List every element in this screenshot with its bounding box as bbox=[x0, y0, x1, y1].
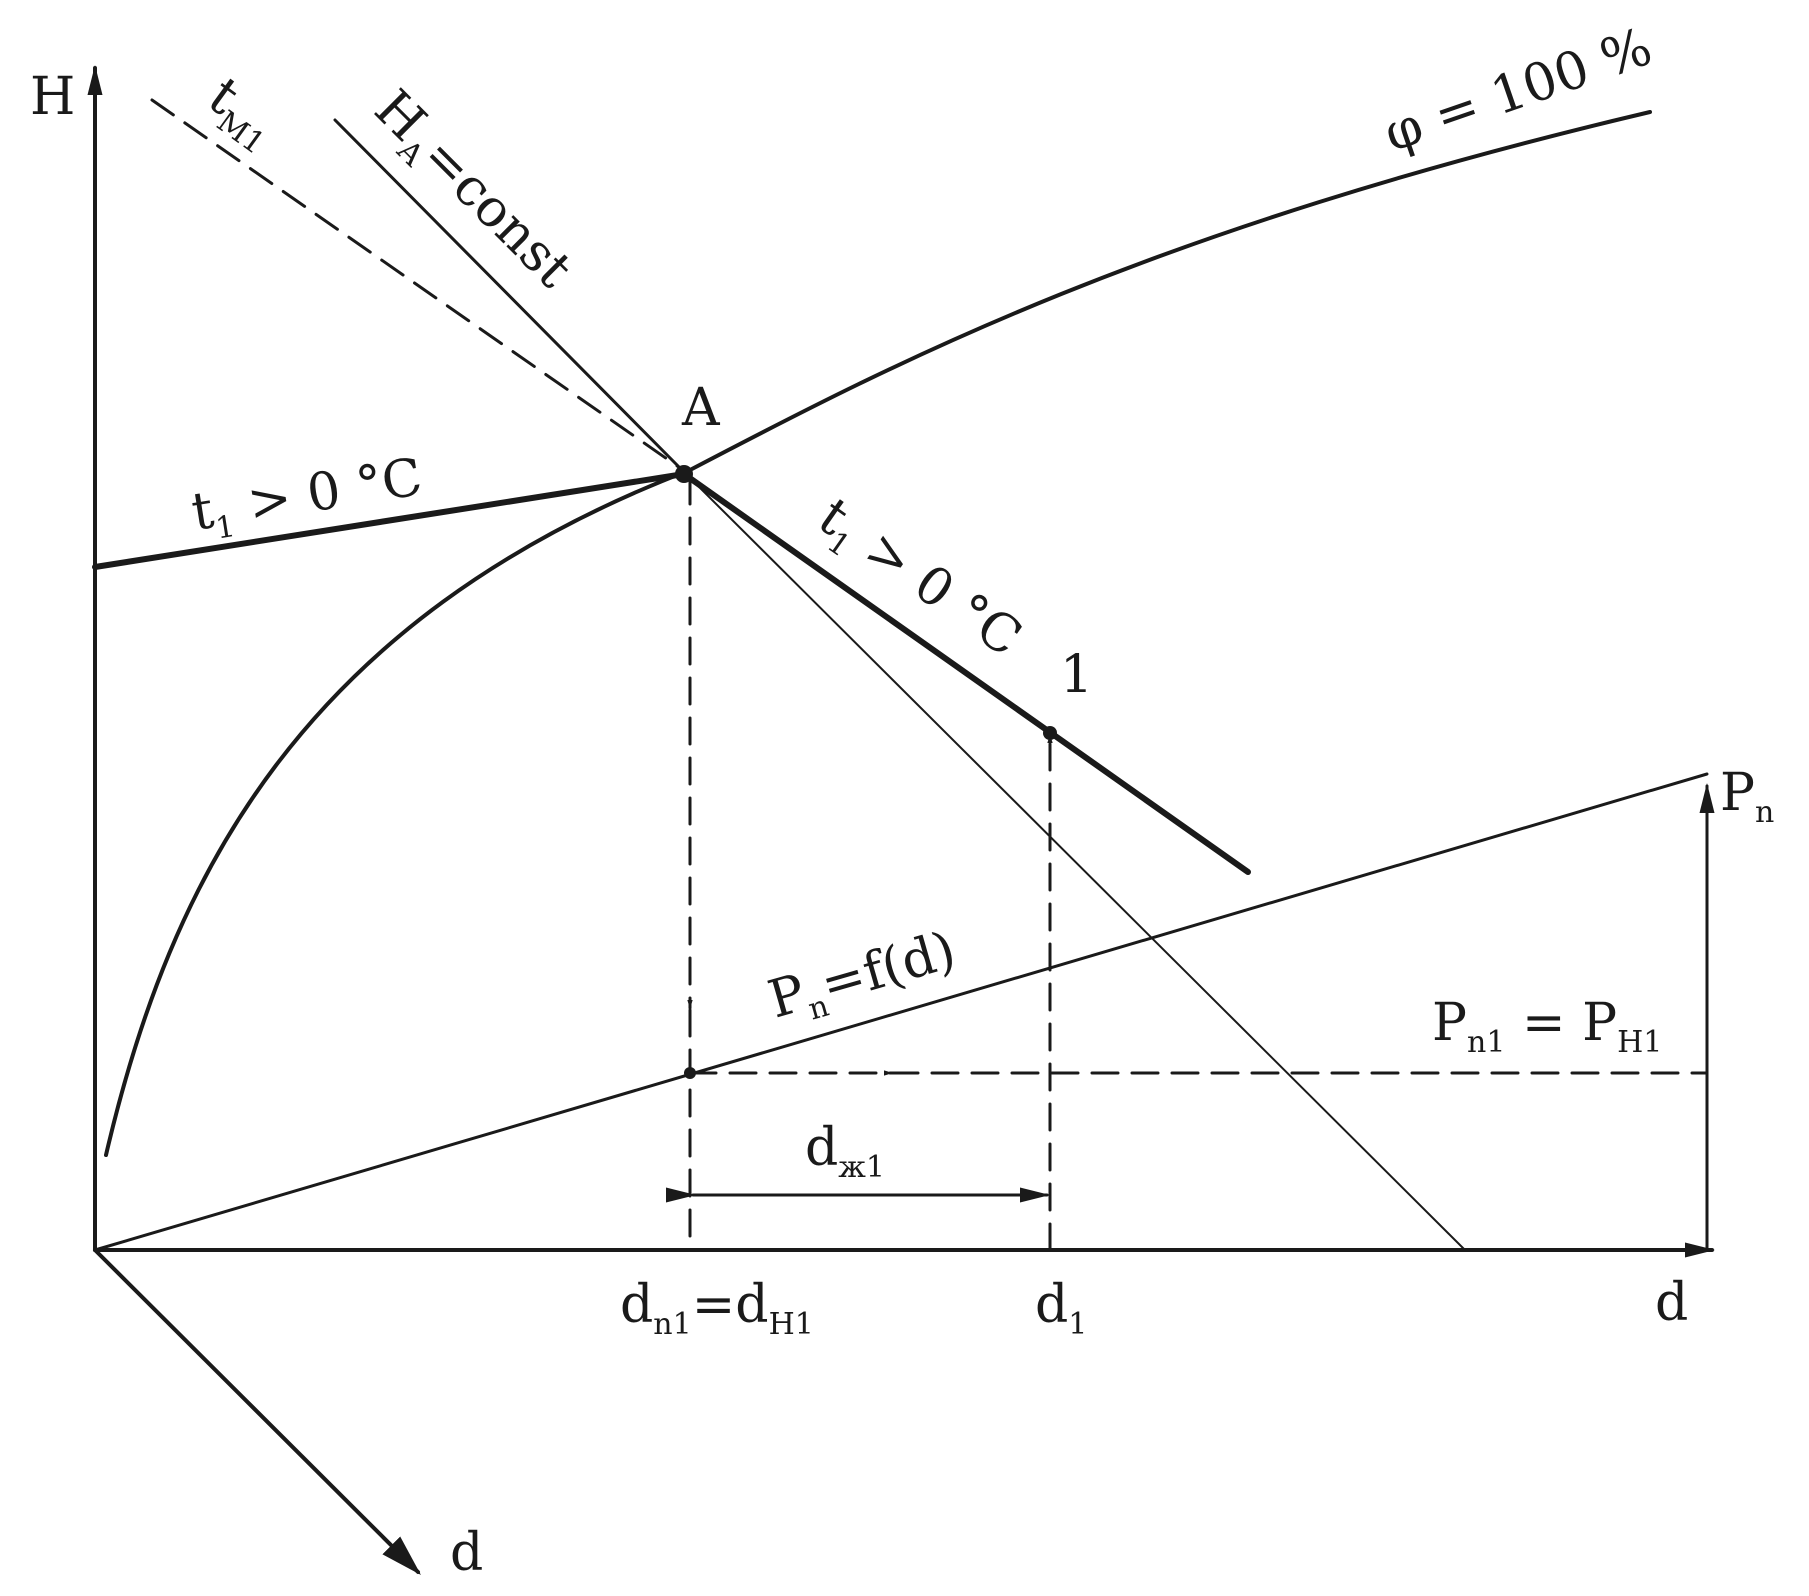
pn1-equals-ph1-label: Pn1 = PH1 bbox=[1432, 993, 1662, 1060]
d1-label: d1 bbox=[1035, 1275, 1087, 1342]
phi-100-label: φ = 100 % bbox=[1377, 17, 1660, 164]
isotherm-t1-right bbox=[681, 471, 1251, 875]
isotherm-t1-left bbox=[92, 471, 687, 570]
point-1-marker bbox=[1043, 726, 1057, 740]
h-axis-label: H bbox=[30, 67, 75, 127]
d-axis-horizontal-label: d bbox=[1655, 1273, 1688, 1333]
d-axis-oblique bbox=[93, 1248, 421, 1575]
wet-bulb-line-tm1 bbox=[150, 98, 682, 470]
tm1-label: tM1 bbox=[193, 66, 290, 162]
point-a-marker bbox=[675, 465, 693, 483]
enthalpy-line-ha-const bbox=[333, 118, 682, 470]
dn1-equals-dh1-label: dn1=dH1 bbox=[620, 1275, 814, 1342]
d-axis-oblique-label: d bbox=[450, 1523, 483, 1583]
dzh1-label: dж1 bbox=[805, 1118, 885, 1185]
point-1-label: 1 bbox=[1060, 645, 1093, 705]
pn-right-label: Pn bbox=[1720, 763, 1774, 830]
partial-pressure-line bbox=[93, 772, 1709, 1252]
point-pn1-marker bbox=[684, 1067, 696, 1079]
enthalpy-line-ha-const-extension bbox=[679, 467, 1466, 1251]
pn-fd-label: Pn=f(d) bbox=[762, 920, 964, 1037]
point-a-label: A bbox=[681, 378, 721, 438]
ha-const-label: HA=const bbox=[358, 79, 584, 305]
